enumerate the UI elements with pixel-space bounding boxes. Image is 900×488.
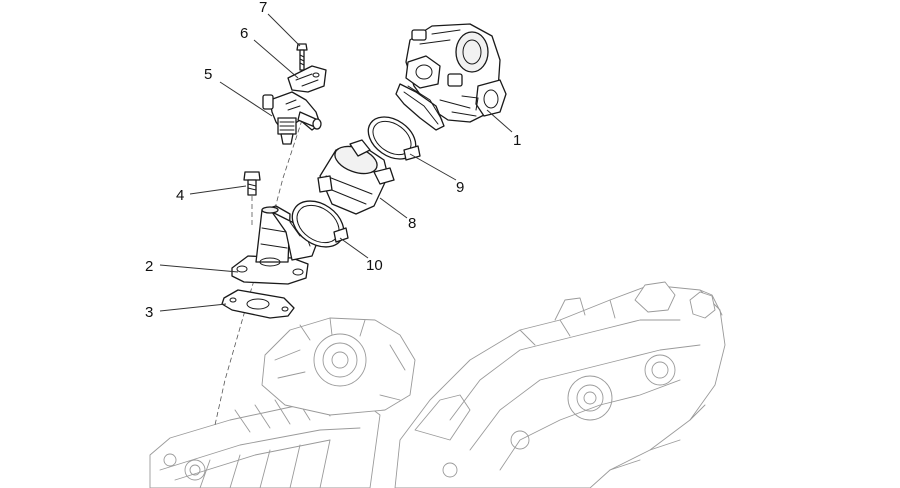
intake-manifold-icon [231, 205, 319, 285]
callout-8: 8 [408, 215, 416, 232]
gasket-icon [221, 289, 295, 319]
leader-1 [486, 109, 513, 133]
leader-6 [253, 39, 299, 79]
leader-4 [189, 185, 247, 195]
bracket-icon [287, 65, 327, 93]
leader-5 [219, 81, 273, 117]
callout-1: 1 [513, 132, 521, 149]
leader-2 [159, 264, 239, 273]
leader-lines [159, 13, 513, 312]
screw-icon [243, 171, 261, 196]
callout-labels: 1 2 3 4 5 6 7 8 9 10 [145, 0, 521, 321]
callout-6: 6 [240, 25, 248, 42]
clamp-icon [367, 116, 421, 161]
leader-7 [267, 13, 301, 47]
leader-3 [159, 303, 227, 312]
crankcase-icon [149, 281, 726, 488]
clamp-icon [291, 200, 349, 248]
injector-icon [262, 91, 322, 145]
bolt-icon [296, 43, 308, 71]
leader-8 [379, 197, 408, 219]
callout-9: 9 [456, 179, 464, 196]
callout-5: 5 [204, 66, 212, 83]
coupling-icon [317, 139, 395, 215]
leader-10 [339, 237, 369, 259]
callout-4: 4 [176, 187, 184, 204]
throttle-body-icon [395, 23, 507, 131]
callout-10: 10 [366, 257, 383, 274]
callout-2: 2 [145, 258, 153, 275]
leader-9 [409, 153, 457, 181]
callout-3: 3 [145, 304, 153, 321]
callout-7: 7 [259, 0, 267, 16]
